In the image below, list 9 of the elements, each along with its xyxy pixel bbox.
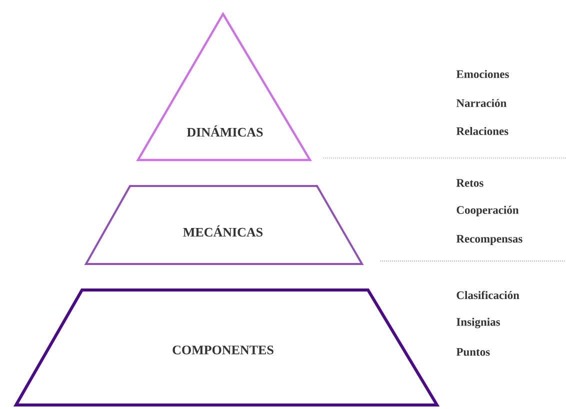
list-item: Retos [456,179,484,187]
list-item: Clasificación [456,290,520,300]
list-item: Relaciones [456,126,508,136]
list-item: Insignias [456,318,500,328]
list-item: Recompensas [456,235,522,245]
list-item: Puntos [456,348,490,356]
list-item: Emociones [456,70,509,78]
list-item: Cooperación [456,206,519,216]
list-item: Narración [456,98,506,108]
